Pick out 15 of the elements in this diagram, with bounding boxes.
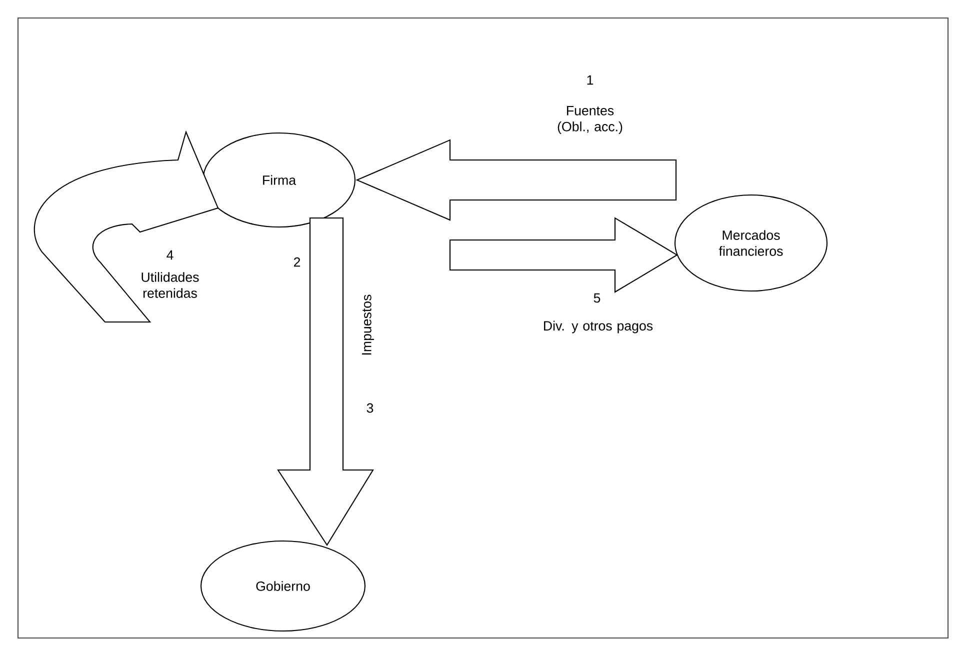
edge-label: Fuentes (Obl., acc.) bbox=[558, 106, 622, 134]
ellipse-node: Mercados financieros bbox=[674, 194, 828, 292]
callout-number: 3 bbox=[366, 403, 374, 413]
edge-label: Impuestos bbox=[362, 294, 374, 355]
callout-number: 4 bbox=[166, 250, 174, 260]
edge-label: Div. y otros pagos bbox=[544, 320, 653, 334]
callout-number: 1 bbox=[587, 75, 594, 85]
block-arrow bbox=[34, 131, 219, 323]
block-arrow bbox=[449, 217, 678, 293]
callout-number: 2 bbox=[294, 257, 300, 267]
edge-label: Utilidades retenidas bbox=[142, 272, 199, 298]
block-arrow bbox=[277, 217, 374, 546]
block-arrow bbox=[356, 139, 677, 221]
ellipse-node: Gobierno bbox=[200, 540, 366, 632]
callout-number: 5 bbox=[594, 293, 600, 303]
